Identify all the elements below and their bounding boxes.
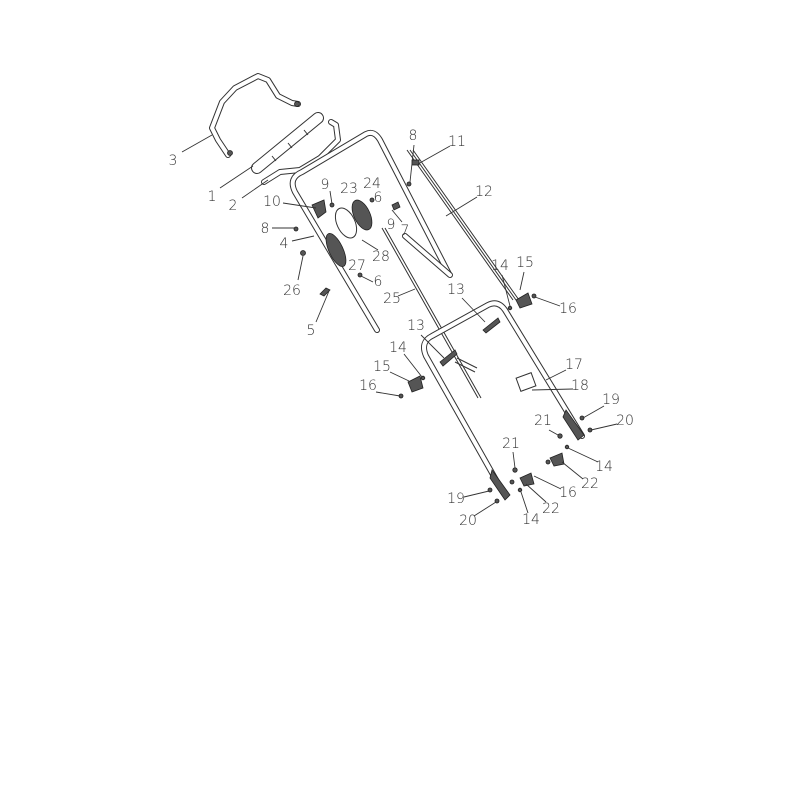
lower-handle-part-17 — [421, 300, 585, 501]
leader-line-15 — [389, 371, 410, 382]
leader-line-19 — [582, 405, 605, 419]
callout-label-16: 16 — [359, 378, 377, 394]
leader-line-18 — [531, 388, 574, 391]
callout-label-1: 1 — [208, 189, 217, 205]
leader-line-21 — [512, 451, 516, 469]
leader-line-6 — [360, 275, 374, 283]
callout-label-20: 20 — [459, 513, 477, 529]
callout-label-23: 23 — [340, 181, 358, 197]
callout-label-3: 3 — [169, 153, 178, 169]
callout-label-4: 4 — [280, 236, 289, 252]
callout-label-13: 13 — [447, 282, 465, 298]
callout-label-18: 18 — [571, 378, 589, 394]
leader-line-10 — [282, 202, 317, 209]
leader-line-8 — [409, 144, 415, 183]
callout-label-8: 8 — [261, 221, 270, 237]
callout-label-5: 5 — [307, 323, 316, 339]
leader-line-21 — [548, 429, 559, 436]
leader-line-3 — [181, 134, 213, 153]
leader-line-16 — [534, 296, 561, 307]
callout-label-12: 12 — [475, 184, 493, 200]
leader-line-14 — [520, 491, 529, 514]
callout-label-22: 22 — [542, 501, 560, 517]
callout-label-10: 10 — [263, 194, 281, 210]
grip-part-1 — [251, 112, 324, 174]
callout-label-14: 14 — [389, 340, 407, 356]
callout-label-19: 19 — [602, 392, 620, 408]
callout-label-16: 16 — [559, 485, 577, 501]
callout-label-11: 11 — [448, 134, 466, 150]
callout-label-9: 9 — [387, 217, 396, 233]
callout-label-20: 20 — [616, 413, 634, 429]
callout-label-28: 28 — [372, 249, 390, 265]
callout-label-17: 17 — [565, 357, 583, 373]
callout-label-6: 6 — [374, 190, 383, 206]
leader-line-20 — [473, 501, 497, 517]
callout-label-13: 13 — [407, 318, 425, 334]
callout-label-8: 8 — [409, 128, 418, 144]
callout-label-21: 21 — [534, 413, 552, 429]
callout-label-15: 15 — [373, 359, 391, 375]
control-bar-part-3 — [209, 73, 301, 158]
leader-line-22 — [561, 461, 584, 480]
leader-line-13 — [461, 297, 486, 323]
leader-line-19 — [463, 490, 490, 498]
callout-label-27: 27 — [348, 258, 366, 274]
leader-line-25 — [397, 288, 416, 297]
upper-handle-part-4 — [289, 129, 452, 333]
callout-label-25: 25 — [383, 291, 401, 307]
leader-line-5 — [315, 290, 330, 323]
callout-label-6: 6 — [374, 274, 383, 290]
leader-line-15 — [519, 271, 525, 291]
callout-label-15: 15 — [516, 255, 534, 271]
callout-label-24: 24 — [363, 176, 381, 192]
leader-line-26 — [297, 255, 304, 281]
leader-line-28 — [361, 239, 379, 251]
leader-line-14 — [403, 353, 423, 378]
leader-line-16 — [533, 475, 562, 490]
leader-line-13 — [420, 334, 445, 359]
callout-label-9: 9 — [321, 177, 330, 193]
leader-line-12 — [445, 196, 478, 217]
callout-label-16: 16 — [559, 301, 577, 317]
cable-part-25 — [381, 227, 482, 399]
callout-label-14: 14 — [491, 258, 509, 274]
callout-label-26: 26 — [283, 283, 301, 299]
small-parts — [293, 181, 593, 504]
leader-line-20 — [590, 423, 618, 431]
leader-line-17 — [545, 369, 567, 381]
leader-line-1 — [219, 165, 254, 189]
leader-line-9 — [329, 190, 333, 205]
leader-line-2 — [241, 179, 269, 199]
callout-label-22: 22 — [581, 476, 599, 492]
leader-line-11 — [417, 145, 451, 165]
leader-line-22 — [525, 483, 547, 503]
callout-label-14: 14 — [595, 459, 613, 475]
callout-label-7: 7 — [401, 223, 410, 239]
leader-line-4 — [291, 235, 315, 242]
callout-label-21: 21 — [502, 436, 520, 452]
leader-line-16 — [375, 391, 401, 397]
leader-line-14 — [501, 274, 511, 307]
callout-label-14: 14 — [522, 512, 540, 528]
leader-line-7 — [391, 209, 403, 223]
leader-line-14 — [567, 447, 599, 463]
callout-label-19: 19 — [447, 491, 465, 507]
callout-label-2: 2 — [229, 198, 238, 214]
